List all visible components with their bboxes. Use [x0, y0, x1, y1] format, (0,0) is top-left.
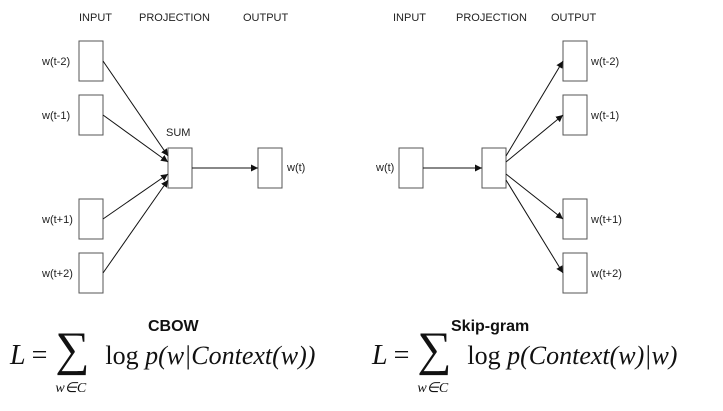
- cbow-formula-equals: =: [31, 340, 48, 371]
- skipgram-output-box-3: [562, 198, 588, 240]
- skipgram-header-input: INPUT: [393, 12, 426, 24]
- cbow-formula-sum: ∑ w∈C: [53, 326, 105, 397]
- skipgram-output-box-2: [562, 94, 588, 136]
- cbow-header-projection: PROJECTION: [139, 12, 210, 24]
- cbow-arrow-3: [102, 173, 169, 220]
- cbow-title: CBOW: [148, 318, 199, 335]
- skipgram-arrow-4: [505, 179, 564, 274]
- cbow-input-label-4: w(t+2): [41, 268, 73, 280]
- skipgram-title: Skip-gram: [451, 318, 530, 335]
- cbow-input-box-4: [78, 252, 104, 294]
- skipgram-formula-log: log: [467, 341, 508, 370]
- skipgram-formula-equals: =: [393, 340, 410, 371]
- skipgram-output-label-3: w(t+1): [590, 214, 622, 226]
- cbow-output-box: [257, 147, 283, 189]
- cbow-formula-lhs: L: [10, 340, 26, 371]
- cbow-input-box-1: [78, 40, 104, 82]
- cbow-header-output: OUTPUT: [243, 12, 289, 24]
- cbow-input-box-3: [78, 198, 104, 240]
- skipgram-header-output: OUTPUT: [551, 12, 597, 24]
- skipgram-projection-box: [481, 147, 507, 189]
- cbow-formula: L=∑ w∈C log p(w|Context(w)): [10, 326, 316, 397]
- skipgram-output-label-4: w(t+2): [590, 268, 622, 280]
- skipgram-input-label: w(t): [375, 162, 394, 174]
- skipgram-arrow-3: [505, 173, 564, 220]
- skipgram-output-label-1: w(t-2): [590, 56, 619, 68]
- cbow-formula-body: p(w|Context(w)): [145, 341, 316, 370]
- skipgram-output-box-1: [562, 40, 588, 82]
- skipgram-arrow-1: [505, 60, 564, 157]
- cbow-arrow-4: [102, 179, 169, 274]
- cbow-input-box-2: [78, 94, 104, 136]
- skipgram-formula-sum: ∑ w∈C: [415, 326, 467, 397]
- cbow-formula-sigma: ∑: [55, 323, 90, 377]
- cbow-output-label: w(t): [286, 162, 305, 174]
- cbow-input-label-3: w(t+1): [41, 214, 73, 226]
- skipgram-formula: L=∑ w∈C log p(Context(w)|w): [372, 326, 678, 397]
- cbow-header-input: INPUT: [79, 12, 112, 24]
- cbow-arrow-1: [102, 60, 169, 157]
- cbow-input-label-2: w(t-1): [41, 110, 70, 122]
- skipgram-formula-lhs: L: [372, 340, 388, 371]
- skipgram-formula-sub: w∈C: [417, 381, 449, 397]
- cbow-formula-sub: w∈C: [55, 381, 87, 397]
- skipgram-header-projection: PROJECTION: [456, 12, 527, 24]
- cbow-formula-log: log: [105, 341, 146, 370]
- cbow-arrow-2: [102, 114, 169, 163]
- cbow-input-label-1: w(t-2): [41, 56, 70, 68]
- cbow-sum-label: SUM: [166, 127, 190, 139]
- skipgram-input-box: [398, 147, 424, 189]
- word2vec-diagram: INPUT PROJECTION OUTPUT INPUT PROJECTION…: [41, 12, 622, 294]
- skipgram-formula-sigma: ∑: [417, 323, 452, 377]
- skipgram-formula-body: p(Context(w)|w): [507, 341, 678, 370]
- cbow-projection-box: [167, 147, 193, 189]
- skipgram-arrow-2: [505, 114, 564, 163]
- skipgram-output-label-2: w(t-1): [590, 110, 619, 122]
- skipgram-output-box-4: [562, 252, 588, 294]
